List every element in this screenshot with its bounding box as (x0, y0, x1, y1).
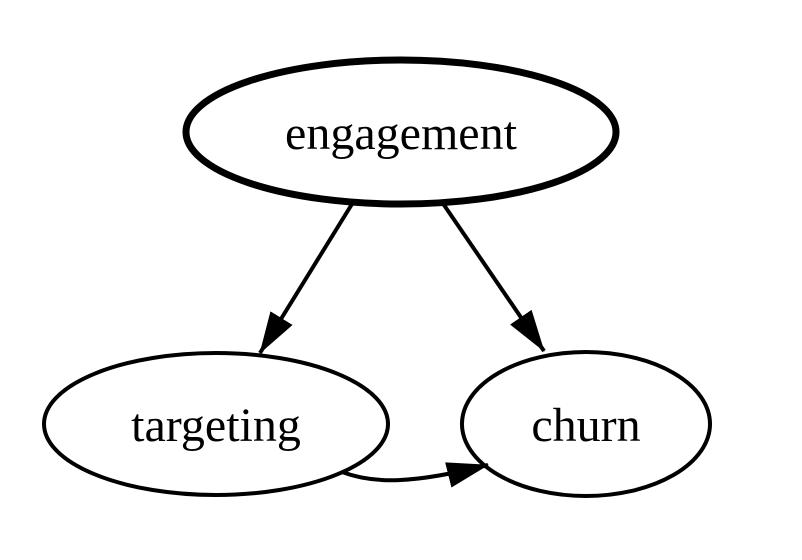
engagement-ellipse (182, 56, 620, 208)
targeting-ellipse (42, 351, 390, 497)
node-churn: churn (460, 350, 712, 498)
edge-engagement-to-targeting (258, 202, 354, 355)
node-engagement: engagement (182, 56, 620, 208)
node-targeting: targeting (42, 351, 390, 497)
churn-ellipse (460, 350, 712, 498)
edge-engagement-to-churn (442, 203, 546, 353)
churn-label: churn (531, 399, 640, 452)
edge-targeting-to-churn (341, 462, 489, 488)
targeting-label: targeting (131, 399, 301, 452)
engagement-label: engagement (285, 107, 518, 160)
edge-group (258, 202, 546, 488)
